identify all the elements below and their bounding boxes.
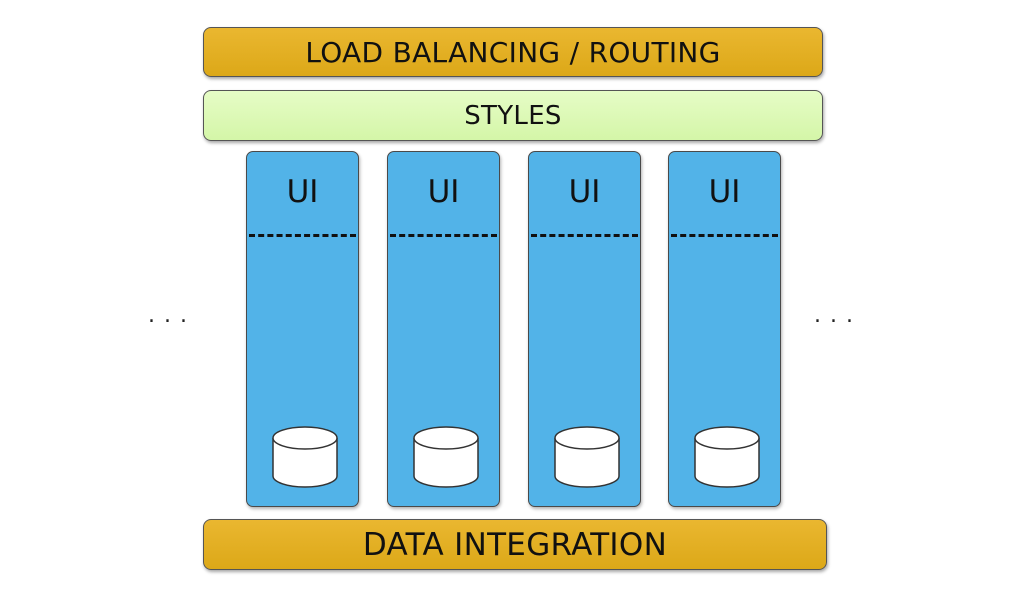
column-divider: [671, 234, 778, 237]
ui-column-label: UI: [568, 174, 601, 210]
ui-column-label: UI: [286, 174, 319, 210]
ui-column-2: UI: [387, 151, 500, 507]
styles-bar: STYLES: [203, 90, 823, 141]
styles-label: STYLES: [464, 100, 562, 131]
database-icon: [413, 426, 479, 488]
data-integration-label: DATA INTEGRATION: [362, 526, 668, 563]
column-divider: [249, 234, 356, 237]
ui-column-label: UI: [708, 174, 741, 210]
ellipsis-right: ...: [814, 303, 862, 328]
database-icon: [694, 426, 760, 488]
ellipsis-left: ...: [148, 303, 196, 328]
ui-column-3: UI: [528, 151, 641, 507]
database-icon: [272, 426, 338, 488]
database-icon: [554, 426, 620, 488]
load-balancing-routing-bar: LOAD BALANCING / ROUTING: [203, 27, 823, 77]
data-integration-bar: DATA INTEGRATION: [203, 519, 827, 570]
column-divider: [531, 234, 638, 237]
load-balancing-routing-label: LOAD BALANCING / ROUTING: [305, 35, 721, 69]
ui-column-label: UI: [427, 174, 460, 210]
ui-column-1: UI: [246, 151, 359, 507]
column-divider: [390, 234, 497, 237]
ui-column-4: UI: [668, 151, 781, 507]
